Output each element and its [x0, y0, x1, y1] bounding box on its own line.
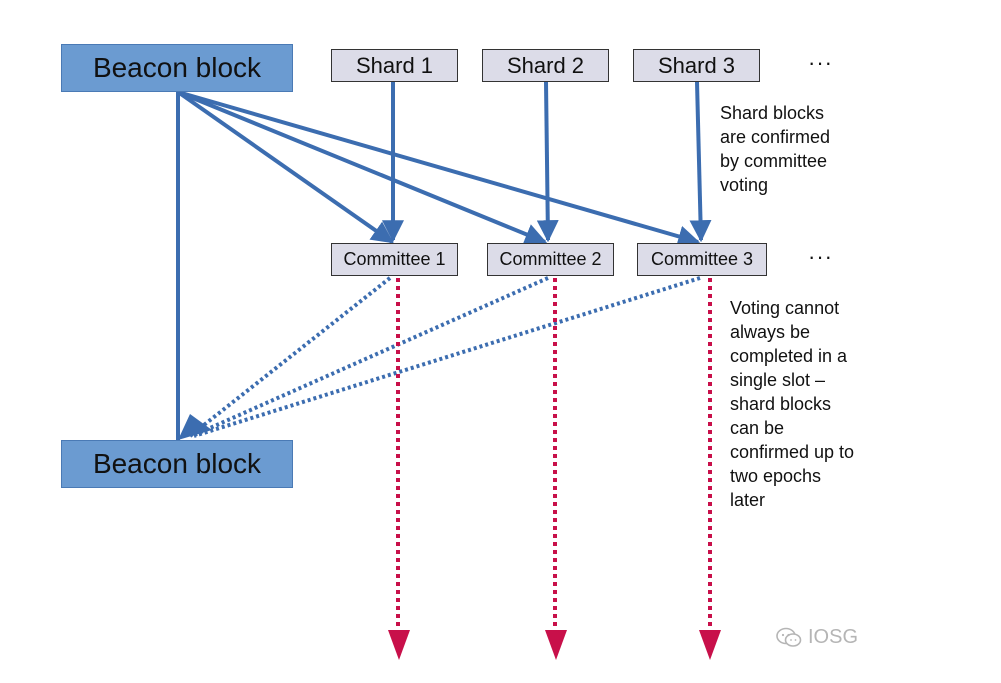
red-arrowhead-3 — [699, 630, 721, 660]
arrow-beacon-to-committee-2 — [177, 90, 548, 245]
shard-3-box: Shard 3 — [633, 49, 760, 82]
watermark: IOSG — [776, 626, 858, 649]
wechat-icon — [776, 627, 802, 647]
note-voting-delay: Voting cannot always be completed in a s… — [730, 298, 855, 510]
shard-2-label: Shard 2 — [506, 52, 585, 78]
shard-3-label: Shard 3 — [657, 52, 736, 78]
red-arrowhead-2 — [545, 630, 567, 660]
beacon-block-top-label: Beacon block — [92, 52, 262, 83]
arrow-shard-2-to-committee-2 — [536, 81, 559, 243]
arrow-beacon-to-committee-1 — [176, 90, 394, 244]
shard-2-box: Shard 2 — [482, 49, 609, 82]
note-shard-confirmation: Shard blocks are confirmed by committee … — [720, 103, 831, 195]
shard-1-box: Shard 1 — [331, 49, 458, 82]
beacon-block-top: Beacon block — [61, 44, 293, 92]
arrow-shard-3-to-committee-3 — [689, 81, 712, 243]
committees-ellipsis: ··· — [808, 244, 833, 269]
shards-ellipsis: ··· — [808, 50, 833, 75]
committee-1-box: Committee 1 — [331, 243, 458, 276]
dotted-arrow-committee-1-to-beacon — [188, 276, 392, 438]
committee-2-label: Committee 2 — [499, 249, 602, 269]
dotted-arrow-committee-2-to-beacon — [191, 276, 549, 438]
arrow-beacon-to-committee-3 — [177, 90, 701, 248]
committee-3-box: Committee 3 — [637, 243, 767, 276]
shard-1-label: Shard 1 — [355, 52, 434, 78]
red-arrowhead-1 — [388, 630, 410, 660]
committee-1-label: Committee 1 — [343, 249, 446, 269]
beacon-block-bottom: Beacon block — [61, 440, 293, 488]
beacon-block-bottom-label: Beacon block — [92, 448, 262, 479]
beacon-bottom-arrowhead — [178, 414, 212, 440]
committee-2-box: Committee 2 — [487, 243, 614, 276]
dotted-arrow-committee-3-to-beacon — [193, 276, 701, 438]
watermark-text: IOSG — [808, 626, 859, 648]
committee-3-label: Committee 3 — [650, 249, 754, 269]
